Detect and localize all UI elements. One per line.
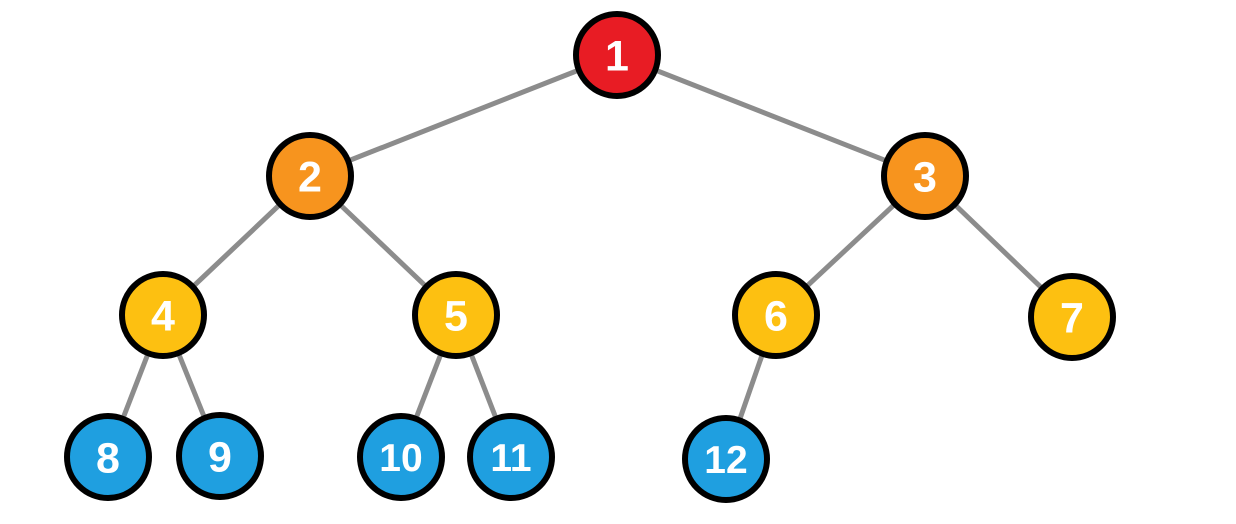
node-circle (732, 271, 820, 359)
node-circle (467, 413, 555, 501)
node-label: 2 (298, 153, 322, 201)
tree-edge-1-2 (309, 52, 618, 179)
node-label: 9 (208, 433, 232, 481)
edges-layer (105, 52, 1074, 460)
node-circle (1028, 273, 1116, 361)
node-label: 4 (151, 292, 175, 340)
tree-node-4: 4 (119, 271, 207, 359)
tree-node-5: 5 (412, 271, 500, 359)
node-label: 3 (913, 153, 937, 201)
tree-edge-1-3 (616, 52, 926, 179)
node-label: 5 (444, 292, 468, 340)
node-label: 10 (379, 437, 422, 480)
tree-node-10: 10 (357, 413, 445, 501)
tree-node-12: 12 (682, 415, 770, 503)
tree-node-9: 9 (176, 412, 264, 500)
tree-node-3: 3 (881, 132, 969, 220)
node-label: 12 (704, 439, 747, 482)
node-circle (682, 415, 770, 503)
node-circle (64, 413, 152, 501)
tree-node-11: 11 (467, 413, 555, 501)
node-circle (412, 271, 500, 359)
node-circle (881, 132, 969, 220)
node-circle (357, 413, 445, 501)
node-circle (266, 132, 354, 220)
node-circle (176, 412, 264, 500)
node-circle (573, 11, 661, 99)
node-label: 1 (605, 32, 629, 80)
node-circle (119, 271, 207, 359)
tree-node-1: 1 (573, 11, 661, 99)
tree-node-8: 8 (64, 413, 152, 501)
node-label: 11 (490, 437, 531, 480)
tree-node-2: 2 (266, 132, 354, 220)
node-label: 7 (1060, 294, 1084, 342)
node-label: 8 (96, 434, 120, 482)
tree-node-7: 7 (1028, 273, 1116, 361)
node-label: 6 (764, 292, 788, 340)
tree-node-6: 6 (732, 271, 820, 359)
